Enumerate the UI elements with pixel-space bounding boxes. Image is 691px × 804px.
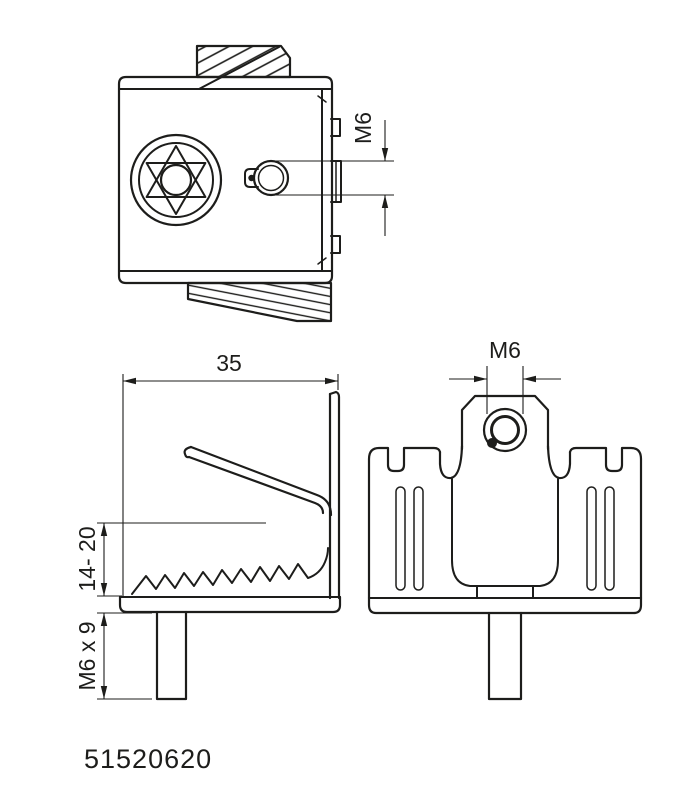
washer-star-triangle-2 (145, 162, 207, 215)
valley-right (546, 444, 572, 480)
dimension-label-top-hole: M6 (350, 112, 376, 144)
dimension-label-front-hole: M6 (489, 337, 521, 363)
bend-tab-bottom-shape (186, 281, 333, 323)
bend-tab-top (195, 44, 292, 90)
spring-slot (395, 486, 406, 591)
thread-hole-top (244, 159, 290, 197)
dimension-label-clamping-range: 14- 20 (74, 526, 100, 591)
center-tab-outline (460, 394, 550, 451)
spring-arm-lower-edge (187, 455, 325, 515)
hole-key-pin (248, 174, 255, 182)
bend-fold-line (198, 46, 280, 90)
front-view: M6 (367, 337, 643, 701)
base-plate-outline (118, 595, 342, 614)
side-clip-lower (330, 235, 341, 254)
arrowhead-down (100, 583, 108, 596)
side-clip-upper (330, 118, 341, 137)
arrowhead-down (100, 686, 108, 699)
front-hole-locking-ball (487, 438, 497, 448)
bend-tab-top-shape (195, 44, 292, 79)
dimension-clamping-range: 14- 20 (74, 522, 266, 597)
top-view: M6 (117, 44, 394, 323)
spring-slot (604, 486, 615, 591)
back-plate-outer-edge (328, 390, 341, 600)
dimension-front-hole: M6 (449, 337, 561, 414)
front-hole-thread-ring (490, 415, 520, 445)
wing-left-outline (367, 446, 442, 600)
arrowhead-up (100, 613, 108, 626)
valley-left (438, 444, 464, 480)
relief-notch-bottom (317, 257, 327, 265)
threaded-stud-side (155, 610, 188, 701)
dimension-label-stud-length: M6 x 9 (74, 621, 100, 690)
spring-slot (413, 486, 424, 591)
dimension-overall-width: 35 (122, 350, 339, 596)
arrowhead-left (123, 377, 136, 385)
washer-star-triangle-1 (145, 145, 207, 198)
front-hole-outer (482, 407, 528, 453)
body-outline (117, 75, 334, 285)
spring-arm-upper-edge (189, 445, 333, 517)
washer-rim-circle (138, 142, 214, 218)
top-view-body (117, 75, 342, 285)
center-section-left-edge (451, 478, 478, 587)
arrowhead-up (381, 195, 389, 208)
arrowhead-right (325, 377, 338, 385)
bend-tab-bottom (186, 281, 333, 323)
arrowhead-up (100, 523, 108, 536)
arrowhead-down (381, 148, 389, 161)
hole-key-tab (244, 168, 259, 188)
center-bottom-tab (476, 585, 534, 598)
hole-thread-circle (257, 164, 285, 192)
serrated-jaw (131, 547, 329, 595)
arrowhead-left (523, 375, 536, 383)
wing-right-outline (568, 446, 643, 600)
center-section-right-edge (532, 478, 559, 587)
toothed-lock-washer (129, 133, 223, 227)
base-front-outline (367, 596, 643, 615)
part-number: 51520620 (84, 744, 212, 774)
dimension-top-hole: M6 (271, 112, 394, 236)
arrowhead-right (474, 375, 487, 383)
spring-arm-tip (183, 445, 193, 459)
dimension-label-overall-width: 35 (216, 350, 242, 376)
relief-notch-top (317, 95, 327, 103)
front-body (367, 394, 643, 701)
spring-slot (586, 486, 597, 591)
washer-bore-circle (159, 163, 193, 197)
side-view: 35 14- 20 M6 x 9 (74, 350, 342, 701)
side-body (118, 390, 342, 701)
washer-outer-circle (129, 133, 223, 227)
threaded-stud-front (487, 611, 523, 701)
dimension-stud-length: M6 x 9 (74, 612, 152, 700)
